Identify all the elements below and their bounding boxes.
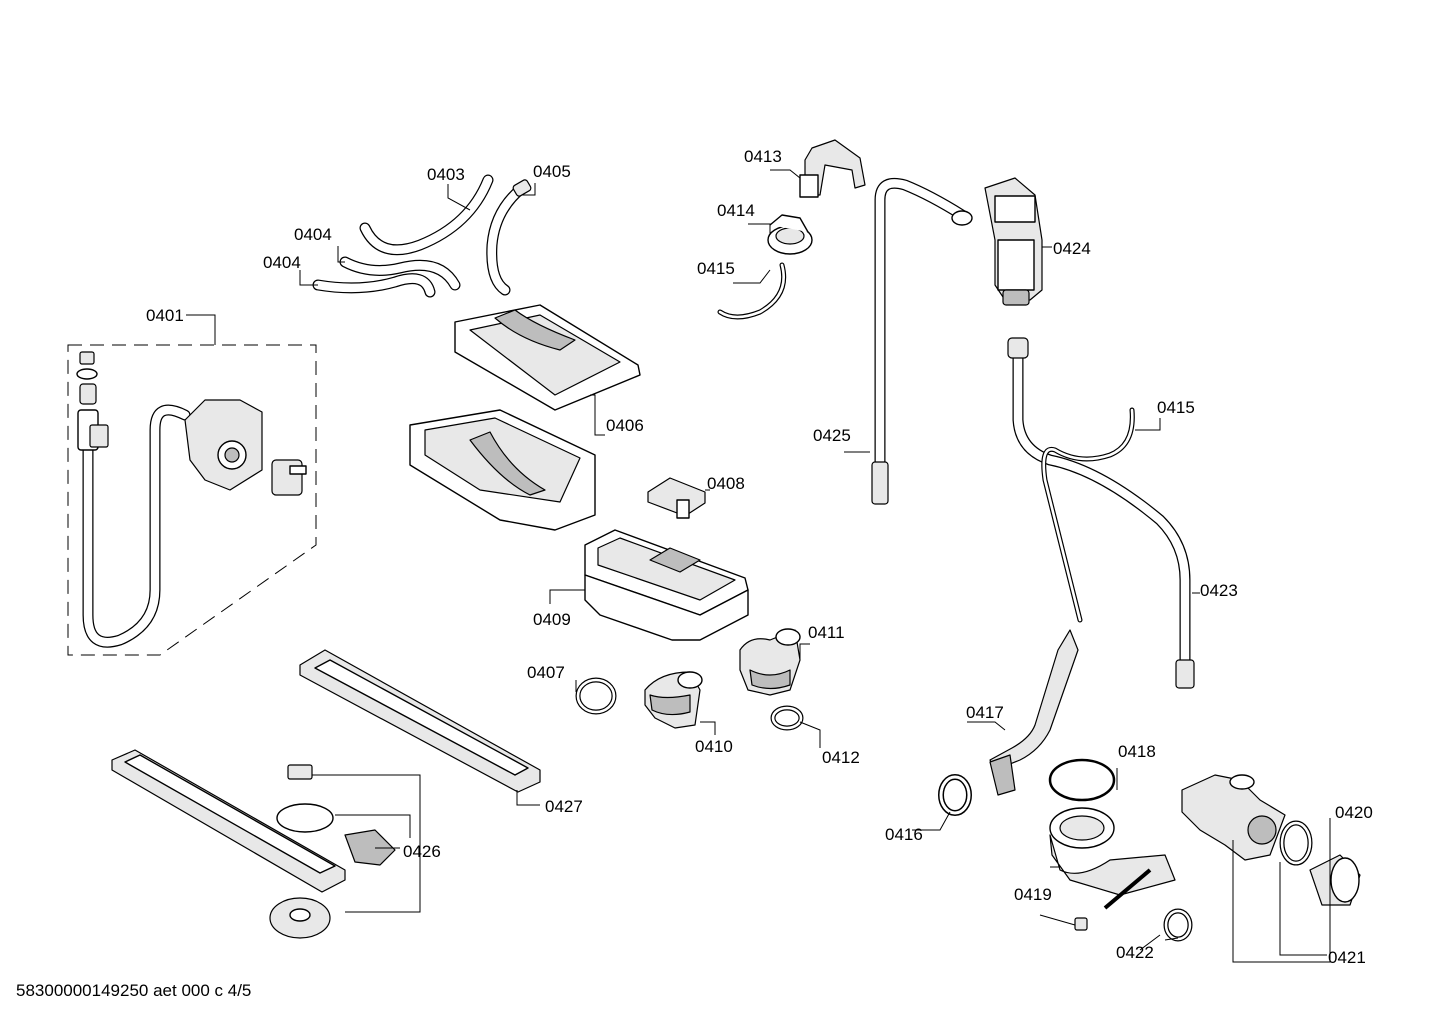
label-0425: 0425: [813, 426, 851, 445]
part-0415-tube-top: [717, 262, 787, 320]
part-0421-filter: [1309, 854, 1361, 906]
part-0410-bellow: [644, 671, 703, 729]
part-0409-drawer: [584, 529, 749, 641]
label-0414: 0414: [717, 201, 755, 220]
part-0411-bellow: [739, 628, 801, 696]
part-0424-pressure-chamber: [984, 177, 1043, 306]
label-0404-b: 0404: [263, 253, 301, 272]
part-0401-inlet-hose-valve: [67, 344, 317, 656]
part-0415-tube-long: [1041, 407, 1135, 623]
part-0425-hose: [871, 177, 973, 505]
label-0427: 0427: [545, 797, 583, 816]
part-0406-dispenser-housing: [409, 304, 641, 531]
label-0415-a: 0415: [697, 259, 735, 278]
part-0419-sump: [1049, 807, 1176, 931]
part-0412-clamp: [770, 705, 804, 731]
part-0405-hose: [486, 179, 532, 296]
part-0403-hose: [359, 174, 494, 256]
part-0404-hoses: [312, 256, 461, 298]
label-0409: 0409: [533, 610, 571, 629]
label-0424: 0424: [1053, 239, 1091, 258]
part-0407-clamp: [575, 677, 617, 715]
leader-lines: [186, 169, 1331, 963]
label-0408: 0408: [707, 474, 745, 493]
part-labels: 0401 0403 0404 0404 0405 0406 0407 0408 …: [146, 147, 1373, 967]
label-0426: 0426: [403, 842, 441, 861]
part-0413-holder: [799, 139, 866, 198]
label-0419: 0419: [1014, 885, 1052, 904]
label-0403: 0403: [427, 165, 465, 184]
label-0412: 0412: [822, 748, 860, 767]
label-0420: 0420: [1335, 803, 1373, 822]
part-0408-connector: [647, 477, 706, 519]
drawing-code: 58300000149250 aet 000 c 4/5: [16, 981, 252, 1000]
part-0418-ring: [1048, 758, 1116, 802]
part-0423-drain-hose: [1007, 337, 1195, 689]
label-0410: 0410: [695, 737, 733, 756]
label-0407: 0407: [527, 663, 565, 682]
part-0417-hose: [989, 629, 1079, 796]
part-0416-clamp: [938, 774, 972, 816]
label-0417: 0417: [966, 703, 1004, 722]
label-0401: 0401: [146, 306, 184, 325]
label-0406: 0406: [606, 416, 644, 435]
part-0414-sensor-clip: [767, 214, 813, 255]
label-0422: 0422: [1116, 943, 1154, 962]
label-0413: 0413: [744, 147, 782, 166]
label-0405: 0405: [533, 162, 571, 181]
part-0420-ring: [1279, 820, 1313, 866]
label-0404-a: 0404: [294, 225, 332, 244]
part-0420-pump: [1181, 774, 1286, 861]
label-0423: 0423: [1200, 581, 1238, 600]
label-0416: 0416: [885, 825, 923, 844]
label-0421: 0421: [1328, 948, 1366, 967]
part-0426-base-tray: [111, 749, 396, 939]
label-0415-b: 0415: [1157, 398, 1195, 417]
part-0422-clamp: [1163, 908, 1193, 942]
part-0427-top-rail: [299, 649, 541, 793]
label-0411: 0411: [808, 623, 845, 642]
label-0418: 0418: [1118, 742, 1156, 761]
